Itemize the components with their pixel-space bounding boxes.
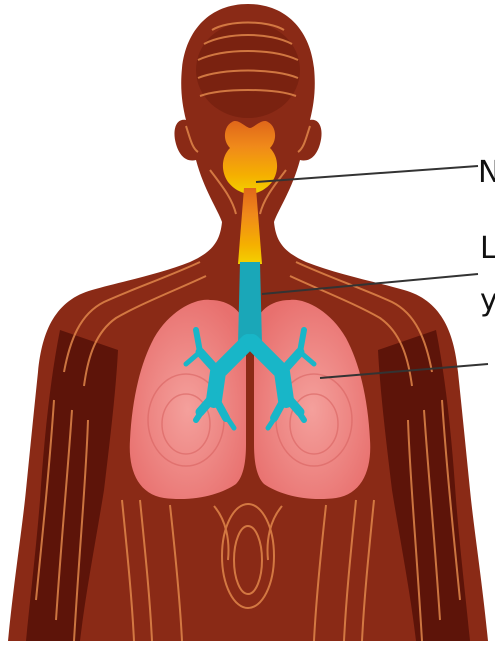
nasal-cavity bbox=[223, 121, 277, 194]
label-nose-mouth: N bbox=[478, 158, 495, 188]
trachea bbox=[238, 262, 262, 344]
label-upper-airway: L bbox=[480, 234, 495, 264]
label-upper-airway-line2: y bbox=[480, 286, 495, 316]
